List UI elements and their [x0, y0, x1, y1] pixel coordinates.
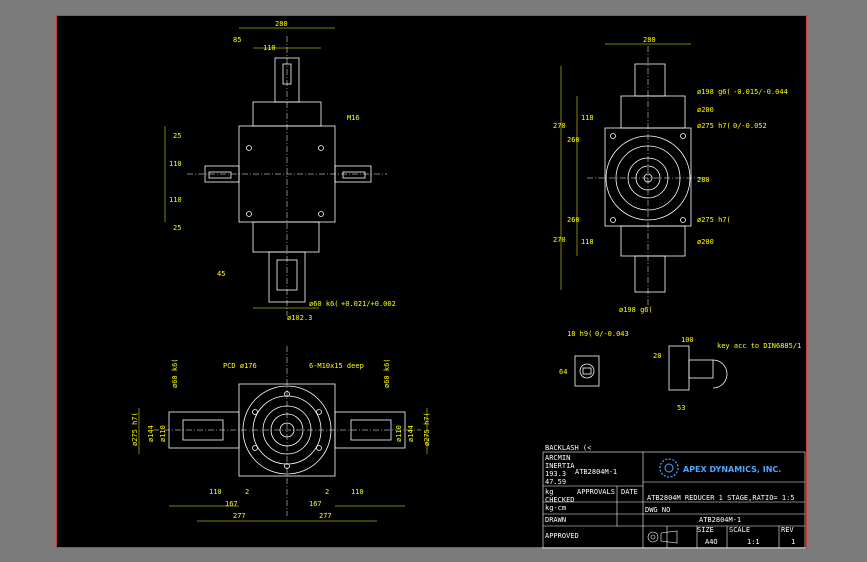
side-dia3: ø275 h7(: [697, 122, 731, 130]
side-260b: 260: [567, 216, 580, 224]
side-dia5: ø200: [697, 238, 714, 246]
side-270a: 270: [553, 122, 566, 130]
tb-size-label: SIZE: [697, 526, 714, 534]
bottom-left-bore: ø60 k6(: [171, 358, 179, 388]
tb-line-1: INERTIA: [545, 462, 575, 470]
front-top-width: 280: [275, 20, 288, 28]
tb-scale-label: SCALE: [729, 526, 750, 534]
side-dia1: ø198 g6(: [697, 88, 731, 96]
front-bore-label: ø60 k6(: [309, 300, 339, 308]
tb-rev-val: 1: [791, 538, 795, 546]
bottom-left-144: ø144: [147, 425, 155, 442]
key-note: key acc to DIN6885/1: [717, 342, 801, 350]
tb-checked-label: CHECKED: [545, 496, 575, 504]
tb-approved-label: APPROVALS: [577, 488, 615, 496]
side-280: 280: [697, 176, 710, 184]
drawing-sheet: 280 110 85 25 25 110 110 M16 ø60 k6( +0.…: [56, 15, 807, 549]
bottom-110b: 110: [351, 488, 364, 496]
tb-backlash: BACKLASH (<: [545, 444, 591, 452]
title-block: [542, 451, 806, 549]
drawing-canvas: 280 110 85 25 25 110 110 M16 ø60 k6( +0.…: [131, 20, 806, 549]
bottom-right-110: ø110: [395, 425, 403, 442]
bottom-2a: 2: [245, 488, 249, 496]
front-flange-dia: ø102.3: [287, 314, 312, 322]
side-dia3-tol: 0/-0.052: [733, 122, 767, 130]
tb-line-3: 47.59: [545, 478, 566, 486]
side-dia6: ø198 g6(: [619, 306, 653, 314]
key-dim-64: 64: [559, 368, 567, 376]
front-dim-25b: 25: [173, 224, 181, 232]
bottom-right-144: ø144: [407, 425, 415, 442]
side-260a: 260: [567, 136, 580, 144]
front-dim-110b: 110: [169, 196, 182, 204]
bottom-right-bore: ø60 k6(: [383, 358, 391, 388]
front-dim-45: 45: [217, 270, 225, 278]
front-dim-110a: 110: [169, 160, 182, 168]
bottom-277b: 277: [319, 512, 332, 520]
key-dim-53: 53: [677, 404, 685, 412]
tb-description: ATB2804M REDUCER 1 STAGE,RATIO= 1:5: [647, 494, 795, 502]
bottom-pcd: PCD ø176: [223, 362, 257, 370]
front-thread-label: M16: [347, 114, 360, 122]
bottom-left-110: ø110: [159, 425, 167, 442]
tb-date-label: DATE: [621, 488, 638, 496]
tb-part-no-a: ATB2804M-1: [575, 468, 617, 476]
bottom-right-h7: ø275 h7(: [423, 412, 431, 446]
tb-scale-val: 1:1: [747, 538, 760, 546]
key-dim-100: 100: [681, 336, 694, 344]
tb-part-no-b: ATB2804M-1: [699, 516, 741, 524]
tb-line-0: ARCMIN: [545, 454, 570, 462]
tb-company: APEX DYNAMICS, INC.: [683, 465, 781, 474]
tb-approved-b: APPROVED: [545, 532, 579, 540]
side-dia2: ø200: [697, 106, 714, 114]
key-keyway-tol: 0/-0.043: [595, 330, 629, 338]
key-dim-20: 20: [653, 352, 661, 360]
tb-line-4: kg: [545, 488, 553, 496]
bottom-110a: 110: [209, 488, 222, 496]
side-dia4: ø275 h7(: [697, 216, 731, 224]
side-270b: 270: [553, 236, 566, 244]
tb-line-2: 193.3: [545, 470, 566, 478]
tb-rev-label: REV: [781, 526, 794, 534]
front-view: [187, 36, 387, 316]
tb-size-val: A4O: [705, 538, 718, 546]
projection-symbol-icon: [647, 530, 678, 544]
bottom-left-h7: ø275 h7(: [131, 412, 139, 446]
key-detail-views: [574, 345, 728, 391]
side-118a: 118: [581, 114, 594, 122]
tb-drawn-label: DRAWN: [545, 516, 566, 524]
bottom-167a: 167: [225, 500, 238, 508]
bottom-2b: 2: [325, 488, 329, 496]
bottom-holes: 6-M10x15 deep: [309, 362, 364, 370]
bottom-view: [153, 346, 421, 516]
bottom-277a: 277: [233, 512, 246, 520]
bottom-167b: 167: [309, 500, 322, 508]
key-keyway: 18 h9(: [567, 330, 592, 338]
front-dim-25a: 25: [173, 132, 181, 140]
tb-line-5: kg-cm: [545, 504, 566, 512]
side-118b: 118: [581, 238, 594, 246]
side-dia1-tol: -0.015/-0.044: [733, 88, 788, 96]
side-view: [587, 46, 707, 308]
front-dim-85: 85: [233, 36, 241, 44]
front-shaft-dim: 110: [263, 44, 276, 52]
apex-logo-icon: [659, 458, 679, 478]
side-top-width: 280: [643, 36, 656, 44]
tb-dwg-no-label: DWG NO: [645, 506, 670, 514]
front-bore-tol: +0.021/+0.002: [341, 300, 396, 308]
